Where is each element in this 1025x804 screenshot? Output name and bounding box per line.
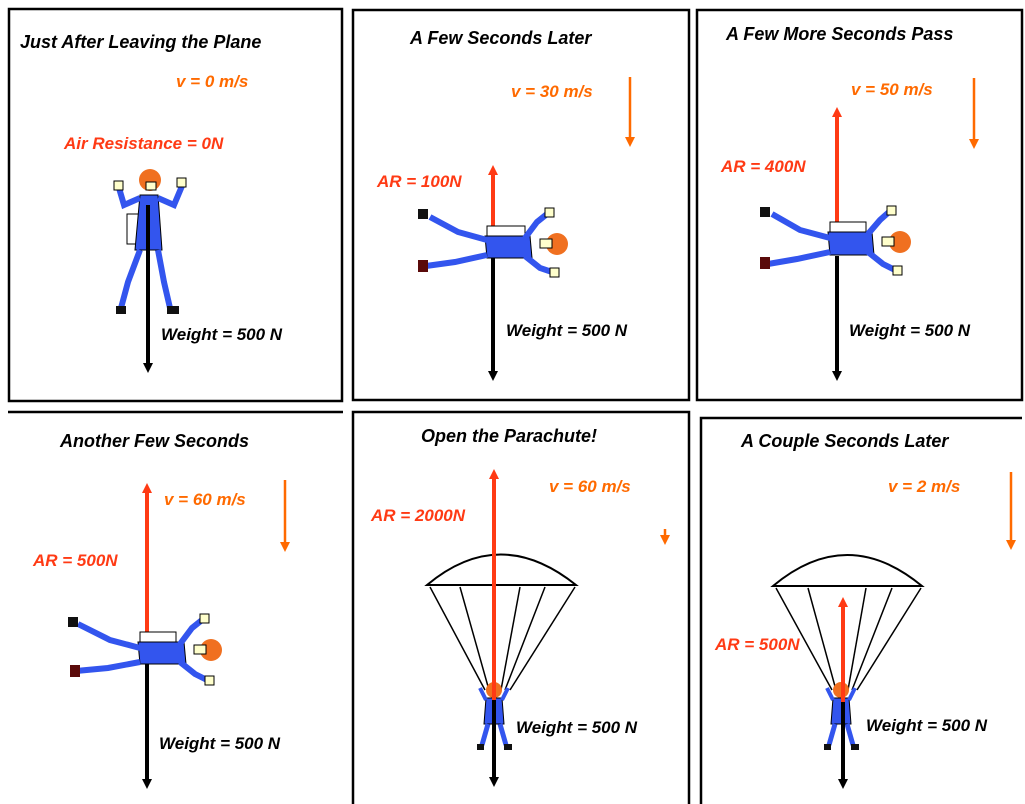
panel-frame xyxy=(699,416,1022,804)
air-resistance-label: AR = 500N xyxy=(714,635,800,654)
air-resistance-label: AR = 2000N xyxy=(370,506,466,525)
air-resistance-label: Air Resistance = 0N xyxy=(63,134,224,153)
weight-label: Weight = 500 N xyxy=(161,325,283,344)
panel-3: A Few More Seconds Pass v = 50 m/s AR = … xyxy=(695,8,1024,402)
velocity-label: v = 0 m/s xyxy=(176,72,248,91)
panel-4: Another Few Seconds v = 60 m/s AR = 500N… xyxy=(8,410,343,789)
velocity-label: v = 60 m/s xyxy=(549,477,631,496)
velocity-label: v = 50 m/s xyxy=(851,80,933,99)
air-resistance-label: AR = 500N xyxy=(32,551,118,570)
panel-2: A Few Seconds Later v = 30 m/s AR = 100N… xyxy=(351,8,691,402)
parachute xyxy=(424,553,579,691)
weight-label: Weight = 500 N xyxy=(849,321,971,340)
skydiver-figure xyxy=(760,205,911,276)
panel-5: Open the Parachute! v = 60 m/s AR = 2000… xyxy=(351,410,691,804)
panel-title: A Couple Seconds Later xyxy=(740,431,949,451)
panel-frame xyxy=(351,410,691,804)
panel-6: A Couple Seconds Later v = 2 m/s AR = 50… xyxy=(699,416,1022,804)
parachute xyxy=(770,554,925,691)
panel-title: A Few Seconds Later xyxy=(409,28,592,48)
panel-title: A Few More Seconds Pass xyxy=(725,24,953,44)
skydiver-figure xyxy=(68,613,222,686)
weight-label: Weight = 500 N xyxy=(866,716,988,735)
weight-label: Weight = 500 N xyxy=(159,734,281,753)
weight-label: Weight = 500 N xyxy=(506,321,628,340)
velocity-label: v = 60 m/s xyxy=(164,490,246,509)
panel-frame xyxy=(351,8,691,402)
panel-title: Just After Leaving the Plane xyxy=(20,32,261,52)
skydiver-figure xyxy=(418,207,568,278)
velocity-label: v = 2 m/s xyxy=(888,477,960,496)
panel-frame xyxy=(695,8,1024,402)
air-resistance-label: AR = 400N xyxy=(720,157,806,176)
skydiver-figure xyxy=(477,682,512,750)
weight-label: Weight = 500 N xyxy=(516,718,638,737)
velocity-label: v = 30 m/s xyxy=(511,82,593,101)
air-resistance-label: AR = 100N xyxy=(376,172,462,191)
panel-frame xyxy=(7,7,344,403)
panel-title: Open the Parachute! xyxy=(421,426,597,446)
panel-1: Just After Leaving the Plane v = 0 m/s A… xyxy=(7,7,344,403)
panel-title: Another Few Seconds xyxy=(59,431,249,451)
